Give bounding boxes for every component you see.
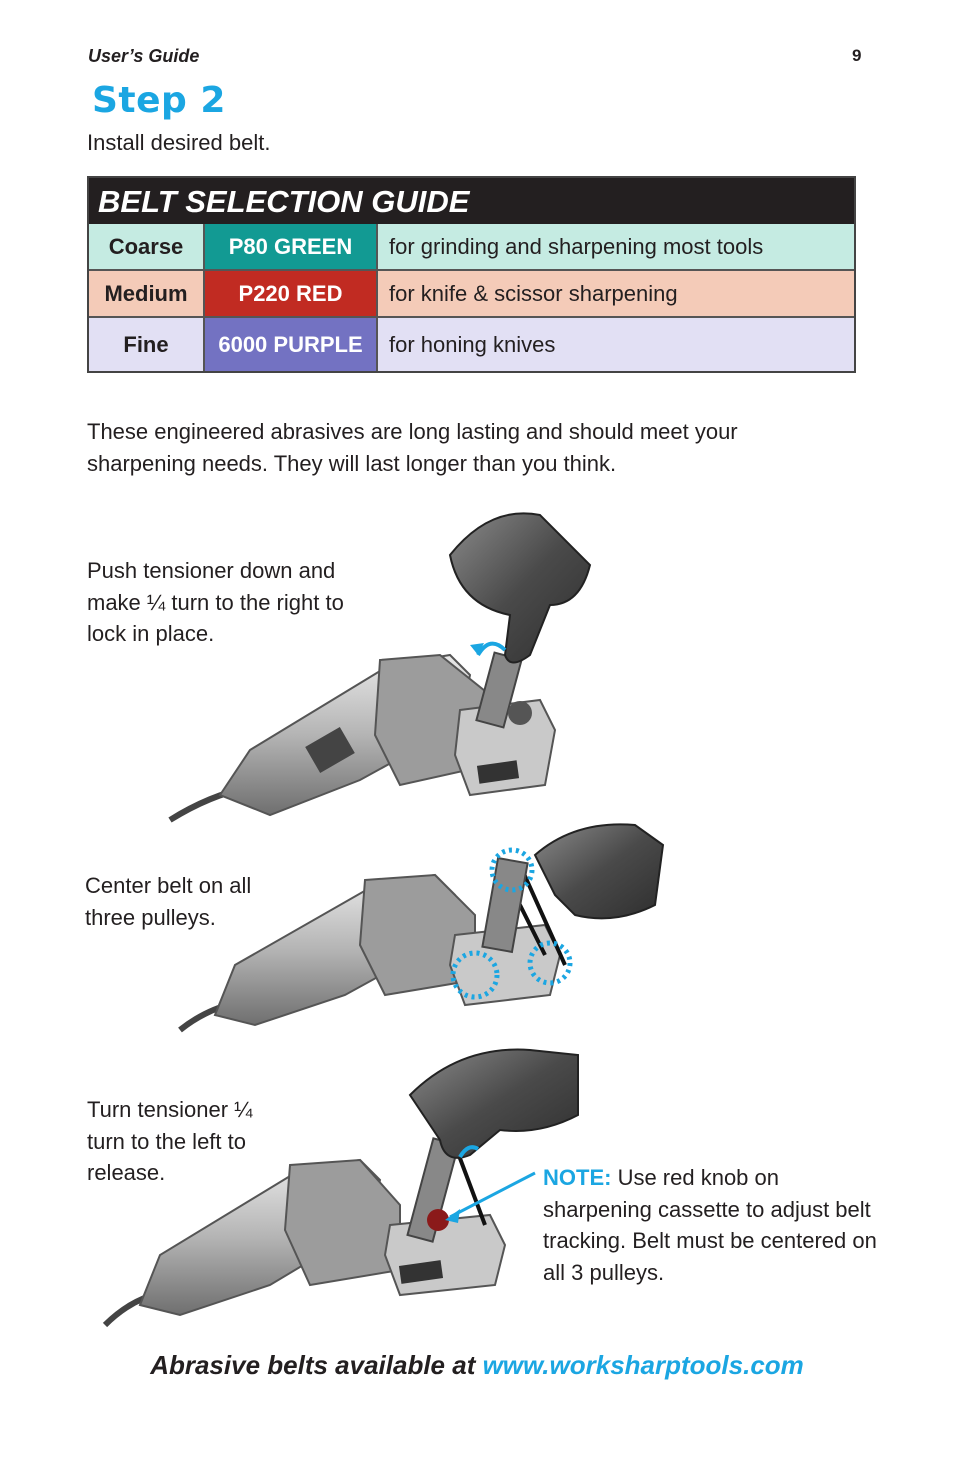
grade-cell: Medium xyxy=(89,271,205,316)
step-title: Step 2 xyxy=(92,80,226,121)
note-text: NOTE: Use red knob on sharpening cassett… xyxy=(543,1162,883,1288)
grade-cell: Coarse xyxy=(89,224,205,269)
use-cell: for grinding and sharpening most tools xyxy=(378,224,854,269)
use-cell: for honing knives xyxy=(378,318,854,371)
table-row: Coarse P80 GREEN for grinding and sharpe… xyxy=(89,224,854,271)
body-paragraph: These engineered abrasives are long last… xyxy=(87,419,738,476)
caption-center-belt: Center belt on all three pulleys. xyxy=(85,873,252,930)
footer-url-link[interactable]: www.worksharptools.com xyxy=(482,1350,804,1380)
header-title: User’s Guide xyxy=(88,46,200,66)
belt-cell: 6000 PURPLE xyxy=(205,318,378,371)
table-row: Fine 6000 PURPLE for honing knives xyxy=(89,318,854,371)
page-number: 9 xyxy=(852,46,862,65)
sharpener-illustration-release xyxy=(102,1048,579,1328)
caption-release-tensioner: Turn tensioner ¼ turn to the left to rel… xyxy=(87,1097,253,1185)
caption-lock-tensioner: Push tensioner down and make ¼ turn to t… xyxy=(87,558,344,646)
sharpener-illustration-center-belt xyxy=(178,823,665,1033)
footer-text: Abrasive belts available at www.workshar… xyxy=(0,1350,954,1381)
belt-cell: P220 RED xyxy=(205,271,378,316)
use-cell: for knife & scissor sharpening xyxy=(378,271,854,316)
note-body: Use red knob on sharpening cassette to a… xyxy=(543,1165,877,1285)
sharpener-illustration-lock xyxy=(168,512,592,823)
belt-selection-guide-table: BELT SELECTION GUIDE Coarse P80 GREEN fo… xyxy=(87,176,856,373)
step-instruction: Install desired belt. xyxy=(87,130,271,155)
footer-label: Abrasive belts available at xyxy=(150,1350,483,1380)
belt-cell: P80 GREEN xyxy=(205,224,378,269)
grade-cell: Fine xyxy=(89,318,205,371)
guide-title: BELT SELECTION GUIDE xyxy=(89,178,854,224)
table-row: Medium P220 RED for knife & scissor shar… xyxy=(89,271,854,318)
note-label: NOTE: xyxy=(543,1165,612,1190)
